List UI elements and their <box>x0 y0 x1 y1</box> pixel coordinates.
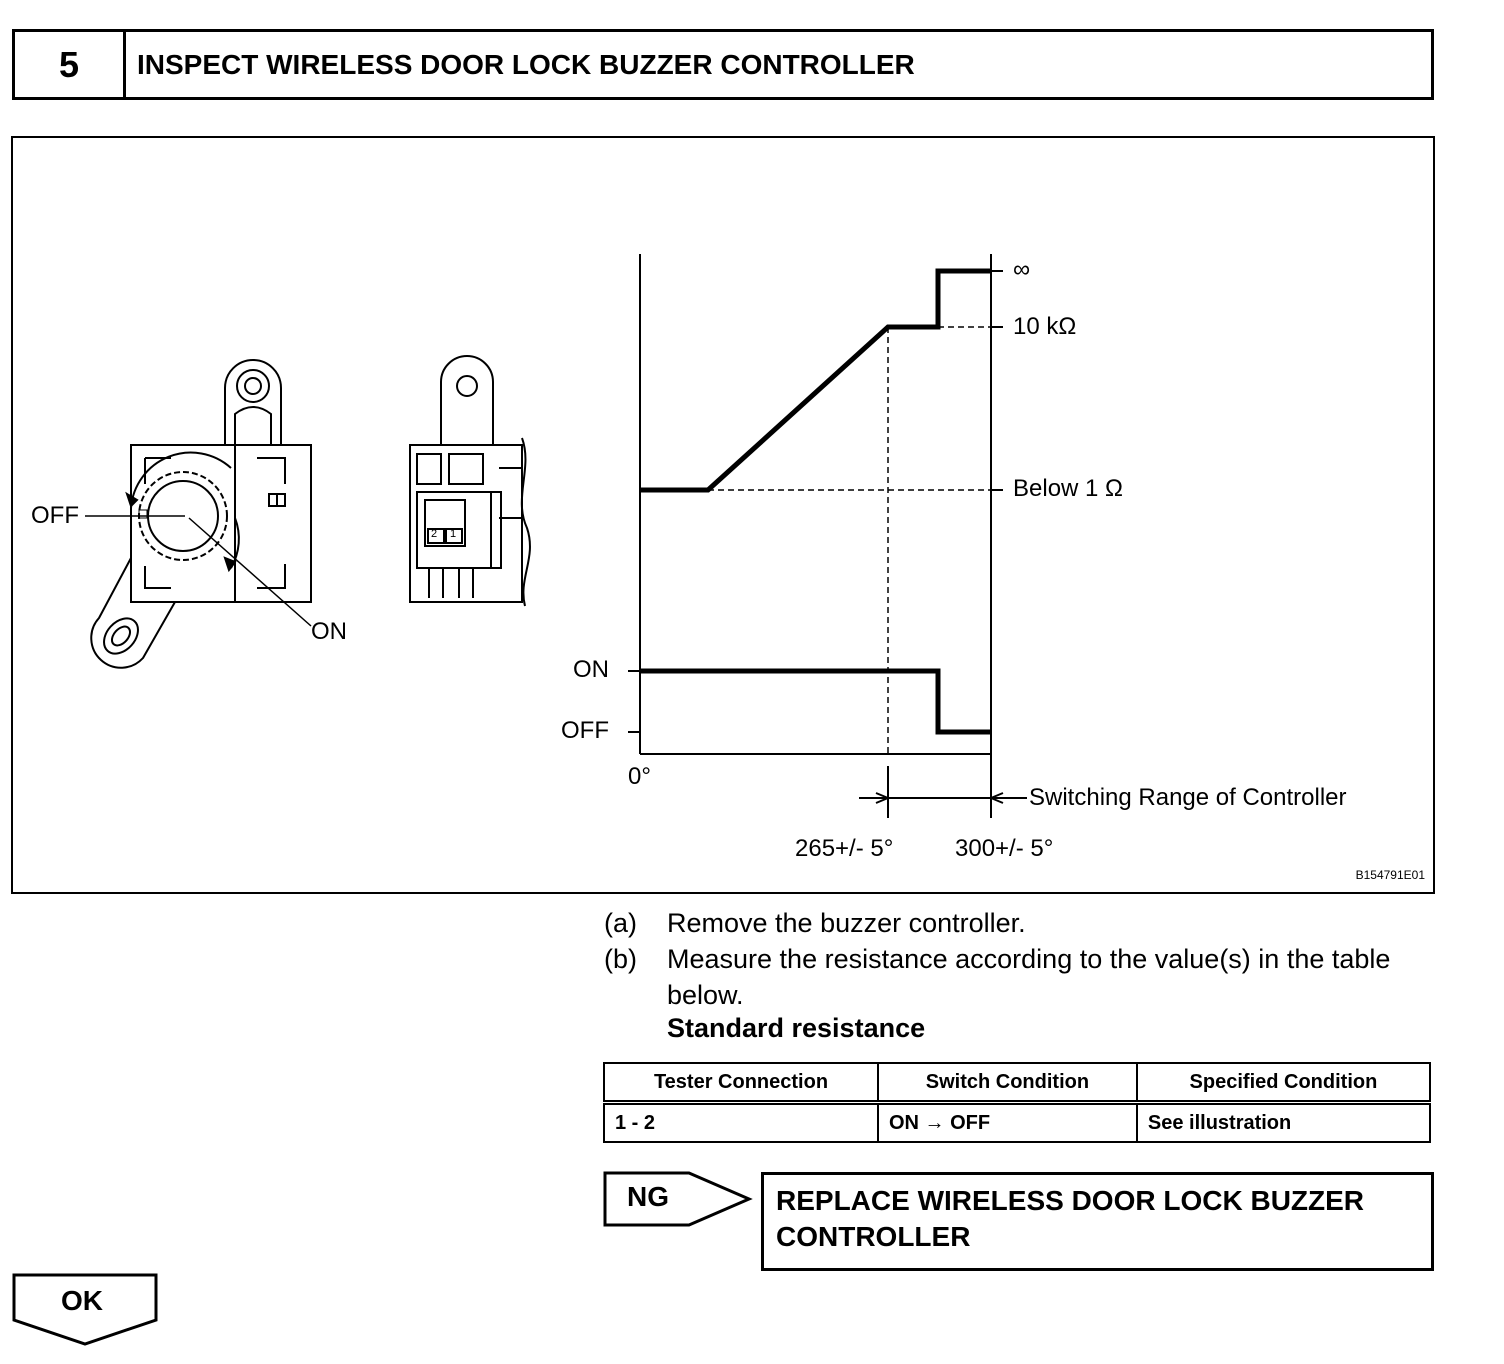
angle-265-label: 265+/- 5° <box>795 835 894 862</box>
ten-kohm-label: 10 kΩ <box>1013 313 1077 340</box>
angle-300-label: 300+/- 5° <box>955 835 1054 862</box>
table-cell: See illustration <box>1135 1101 1432 1143</box>
illustration-figure: OFF ON 2 1 ∞ 10 kΩ Below 1 Ω ON OFF 0° S… <box>11 136 1435 894</box>
table-header: Switch Condition <box>876 1062 1138 1105</box>
resistance-graph <box>628 254 1027 818</box>
step-title: INSPECT WIRELESS DOOR LOCK BUZZER CONTRO… <box>137 48 915 80</box>
ok-label: OK <box>61 1285 103 1316</box>
infinity-label: ∞ <box>1013 256 1031 283</box>
table-row: 1 - 2 ON → OFF See illustration <box>603 1101 1432 1143</box>
step-number: 5 <box>15 32 126 97</box>
instruction-text: Remove the buzzer controller. <box>667 908 1026 938</box>
ng-result-line: REPLACE WIRELESS DOOR LOCK BUZZER <box>776 1185 1365 1216</box>
ng-result-line: CONTROLLER <box>776 1221 971 1252</box>
controller-front-view <box>85 359 312 669</box>
off-axis-label: OFF <box>561 717 609 744</box>
instruction-tag: (a) <box>604 908 637 938</box>
illustration-drawing <box>85 254 1027 818</box>
below-1-ohm-label: Below 1 Ω <box>1013 475 1123 502</box>
standard-resistance-heading: Standard resistance <box>667 1013 926 1043</box>
ok-arrow <box>12 1273 158 1346</box>
instruction-tag: (b) <box>604 944 637 974</box>
connector-pin-1-label: 1 <box>450 528 457 540</box>
connector-pin-2-label: 2 <box>431 528 438 540</box>
table-header: Specified Condition <box>1135 1062 1432 1105</box>
ng-label: NG <box>627 1181 669 1212</box>
ng-arrow <box>603 1171 753 1227</box>
table-cell: ON → OFF <box>876 1101 1138 1143</box>
on-axis-label: ON <box>573 656 609 683</box>
instruction-item: (a) Remove the buzzer controller. <box>604 905 1424 941</box>
figure-id: B154791E01 <box>1355 868 1425 882</box>
table-header: Tester Connection <box>603 1062 879 1105</box>
instruction-item: (b) Measure the resistance according to … <box>604 941 1424 1013</box>
step-header: 5 INSPECT WIRELESS DOOR LOCK BUZZER CONT… <box>12 29 1434 100</box>
table-cell: 1 - 2 <box>603 1101 879 1143</box>
instruction-text: Measure the resistance according to the … <box>667 944 1391 1010</box>
on-position-label: ON <box>311 618 347 645</box>
table-header-row: Tester Connection Switch Condition Speci… <box>603 1062 1432 1105</box>
resistance-table: Tester Connection Switch Condition Speci… <box>603 1062 1432 1143</box>
ng-result-box: REPLACE WIRELESS DOOR LOCK BUZZER CONTRO… <box>761 1172 1434 1271</box>
controller-side-view <box>409 355 531 607</box>
off-position-label: OFF <box>31 502 79 529</box>
switching-range-label: Switching Range of Controller <box>1029 784 1347 811</box>
zero-degree-label: 0° <box>628 763 651 790</box>
